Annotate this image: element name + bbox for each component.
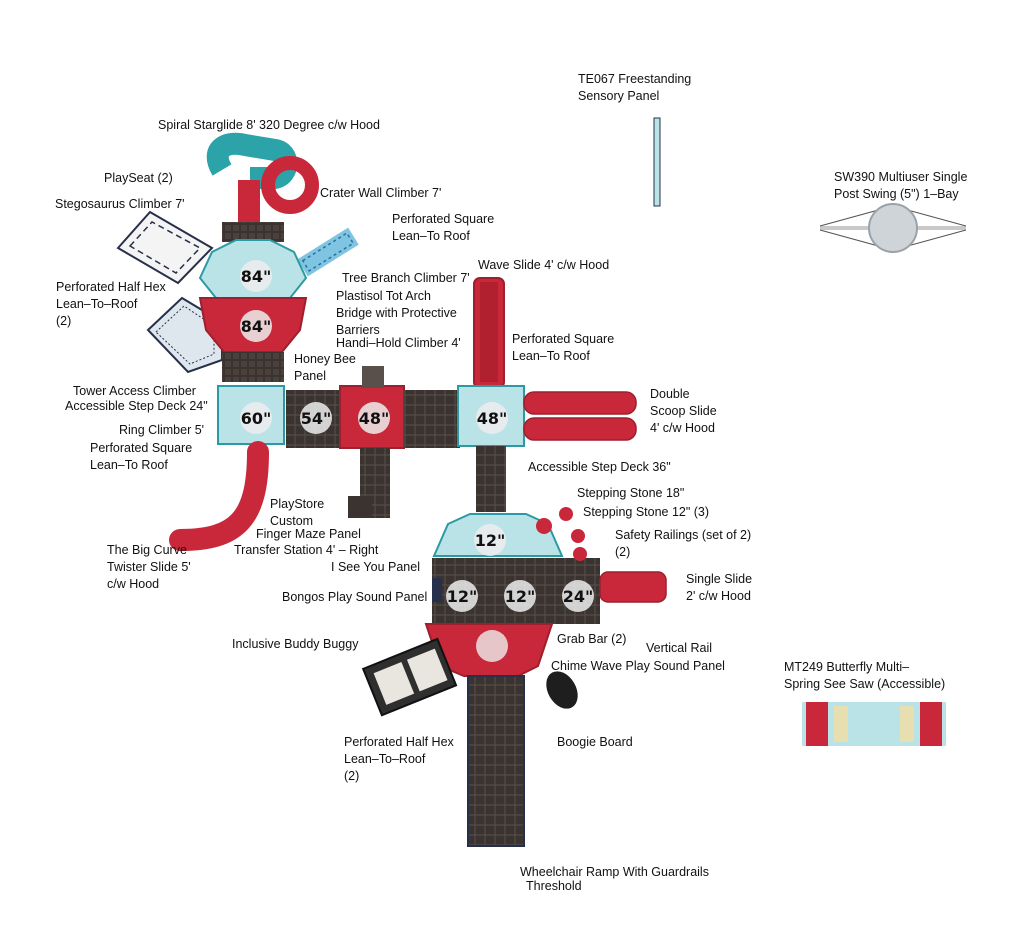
label-perf-half-hex-2: Perforated Half Hex Lean–To–Roof (2) [344, 735, 454, 783]
stepping-stone [559, 507, 573, 521]
label-double-scoop: Double Scoop Slide 4' c/w Hood [650, 387, 717, 435]
label-stegosaurus: Stegosaurus Climber 7' [55, 197, 185, 211]
label-vertical-rail: Vertical Rail [646, 641, 712, 655]
deck-height-circle [358, 402, 390, 434]
deck-height-label: 54" [301, 409, 332, 428]
handi-hold-climber [362, 366, 384, 388]
wave-slide [473, 277, 505, 389]
label-crater-wall: Crater Wall Climber 7' [320, 186, 442, 200]
sw390-swing [819, 203, 967, 253]
deck-height-label: 12" [505, 587, 536, 606]
deck-height-circle [474, 524, 506, 556]
stepping-stone [573, 547, 587, 561]
label-wave-slide: Wave Slide 4' c/w Hood [478, 258, 610, 272]
label-step-deck-36: Accessible Step Deck 36" [528, 460, 671, 474]
deck-height-label: 60" [241, 409, 272, 428]
label-playseat: PlaySeat (2) [104, 171, 173, 185]
inclusive-buddy-buggy [361, 637, 458, 717]
label-spiral-starglide: Spiral Starglide 8' 320 Degree c/w Hood [158, 118, 380, 132]
big-curve-slide [169, 441, 269, 551]
step-deck-36 [476, 446, 506, 512]
deck-height-circle [562, 580, 594, 612]
label-mt249: MT249 Butterfly Multi– Spring See Saw (A… [784, 660, 946, 691]
deck-height-circle [476, 402, 508, 434]
deck-height-circle [240, 260, 272, 292]
label-handi-hold: Handi–Hold Climber 4' [336, 336, 461, 350]
deck-height-label: 24" [563, 587, 594, 606]
label-step-deck-24: Accessible Step Deck 24" [65, 399, 208, 413]
boogie-board [546, 671, 578, 709]
deck-height-circle [446, 580, 478, 612]
deck-height-label: 12" [447, 587, 478, 606]
deck-height-circle [504, 580, 536, 612]
label-i-see-you: I See You Panel [331, 560, 420, 574]
label-transfer-station: Transfer Station 4' – Right [234, 543, 379, 557]
double-scoop-slide [523, 391, 637, 441]
stepping-stone [536, 518, 552, 534]
deck-height-label: 48" [477, 409, 508, 428]
deck-height-label: 48" [359, 409, 390, 428]
label-big-curve: The Big Curve Twister Slide 5' c/w Hood [107, 543, 191, 591]
deck-marker-circle [476, 630, 508, 662]
label-te067: TE067 Freestanding Sensory Panel [578, 72, 692, 103]
deck-height-label: 84" [241, 267, 272, 286]
deck-connector [404, 390, 460, 448]
label-perf-sq-roof-2: Perforated Square Lean–To Roof [512, 332, 615, 363]
deck-height-circle [240, 310, 272, 342]
deck-height-label: 84" [241, 317, 272, 336]
label-single-slide: Single Slide 2' c/w Hood [686, 572, 753, 603]
label-sw390: SW390 Multiuser Single Post Swing (5") 1… [834, 170, 968, 201]
label-chime-wave: Chime Wave Play Sound Panel [551, 659, 725, 673]
label-perf-half-hex-1: Perforated Half Hex Lean–To–Roof (2) [56, 280, 166, 328]
label-stepping-12: Stepping Stone 12" (3) [583, 505, 710, 519]
single-slide [599, 571, 667, 603]
spiral-starglide-slide [206, 132, 319, 225]
label-perf-sq-roof-3: Perforated Square Lean–To Roof [90, 441, 193, 472]
mt249-see-saw [802, 702, 946, 746]
label-grab-bar: Grab Bar (2) [557, 632, 627, 646]
label-tree-branch: Tree Branch Climber 7' [342, 271, 470, 285]
label-perf-sq-roof-1: Perforated Square Lean–To Roof [392, 212, 495, 243]
label-wheelchair-ramp: Wheelchair Ramp With Guardrails [520, 865, 709, 879]
label-bongos: Bongos Play Sound Panel [282, 590, 428, 604]
tower-deck-top [222, 222, 284, 242]
label-ring-climber: Ring Climber 5' [119, 423, 205, 437]
label-buddy-buggy: Inclusive Buddy Buggy [232, 637, 359, 651]
deck-height-label: 12" [475, 531, 506, 550]
label-finger-maze: Finger Maze Panel [256, 527, 361, 541]
label-threshold: Threshold [526, 879, 582, 893]
wheelchair-ramp [467, 675, 525, 847]
label-boogie-board: Boogie Board [557, 735, 633, 749]
stegosaurus-climber [116, 210, 214, 285]
deck-height-circle [300, 402, 332, 434]
te067-sensory-panel [653, 117, 661, 207]
stepping-stone [571, 529, 585, 543]
label-tower-access: Tower Access Climber [73, 384, 196, 398]
label-playstore: PlayStore Custom [270, 497, 325, 528]
label-stepping-18: Stepping Stone 18" [577, 486, 685, 500]
tree-branch-climber [297, 227, 359, 277]
label-safety-railings: Safety Railings (set of 2) (2) [615, 528, 752, 559]
label-honey-bee: Honey Bee Panel [294, 352, 356, 383]
deck-height-circle [240, 402, 272, 434]
label-tot-arch: Plastisol Tot Arch Bridge with Protectiv… [336, 289, 457, 337]
